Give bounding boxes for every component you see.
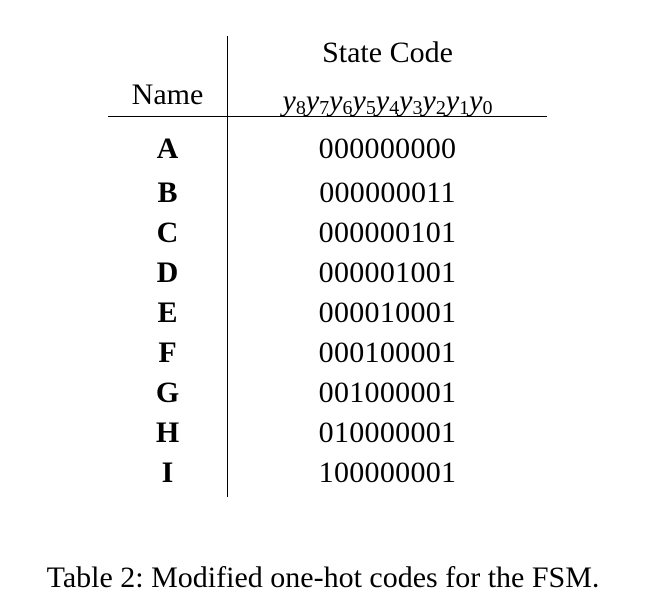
bit-symbol: y (399, 84, 413, 117)
state-code: 010000001 (318, 416, 457, 449)
state-name: I (161, 456, 174, 489)
state-name: H (155, 416, 180, 449)
table-row: B 000000011 (108, 175, 547, 215)
bit-index: 5 (365, 97, 376, 119)
table-row: H 010000001 (108, 415, 547, 455)
state-name: B (157, 176, 178, 209)
table-row: F 000100001 (108, 335, 547, 375)
bit-index: 1 (459, 97, 470, 119)
state-code: 100000001 (318, 456, 457, 489)
bit-symbol: y (305, 84, 320, 117)
table-caption: Table 2: Modified one-hot codes for the … (46, 561, 600, 594)
state-code: 000100001 (318, 336, 457, 369)
bit-label: y6 (329, 84, 352, 118)
bit-order-header: y8y7y6y5y4y3y2y1y0 (228, 84, 547, 118)
state-code: 000000011 (319, 176, 456, 209)
bit-label: y8 (283, 84, 306, 118)
bit-index: 7 (319, 97, 330, 119)
header-rule (108, 116, 547, 117)
bit-label: y2 (422, 84, 445, 118)
state-code: 000000101 (318, 216, 457, 249)
bit-label: y0 (469, 84, 492, 118)
bit-symbol: y (282, 84, 296, 117)
bit-label: y7 (306, 84, 329, 118)
bit-symbol: y (422, 84, 436, 117)
bit-symbol: y (352, 84, 366, 117)
bit-symbol: y (469, 84, 483, 117)
bit-symbol: y (329, 84, 343, 117)
table-row: E 000010001 (108, 295, 547, 335)
state-name: D (156, 256, 179, 289)
bit-index: 3 (412, 97, 423, 119)
bit-index: 2 (435, 97, 446, 119)
bit-symbol: y (445, 84, 460, 117)
bit-label: y3 (399, 84, 422, 118)
table-row: C 000000101 (108, 215, 547, 255)
bit-index: 0 (482, 97, 493, 119)
state-code: 000001001 (318, 256, 457, 289)
bit-label: y4 (376, 84, 399, 118)
column-divider (227, 36, 228, 497)
state-code-header: State Code (322, 36, 453, 69)
state-name: G (155, 376, 180, 409)
table-row: G 001000001 (108, 375, 547, 415)
table-row: I 100000001 (108, 455, 547, 495)
bit-index: 4 (389, 97, 400, 119)
bit-label: y5 (353, 84, 376, 118)
state-code: 000000000 (318, 132, 457, 165)
state-code: 001000001 (318, 376, 457, 409)
bit-index: 8 (295, 97, 306, 119)
bit-index: 6 (342, 97, 353, 119)
state-code: 000010001 (318, 296, 457, 329)
table-row: A 000000000 (108, 131, 547, 175)
bit-label: y1 (446, 84, 469, 118)
state-name: E (157, 296, 178, 329)
state-name: C (156, 216, 179, 249)
state-name: F (158, 336, 177, 369)
state-name: A (156, 132, 179, 165)
bit-symbol: y (375, 84, 390, 117)
table-row: D 000001001 (108, 255, 547, 295)
name-header: Name (131, 78, 204, 111)
